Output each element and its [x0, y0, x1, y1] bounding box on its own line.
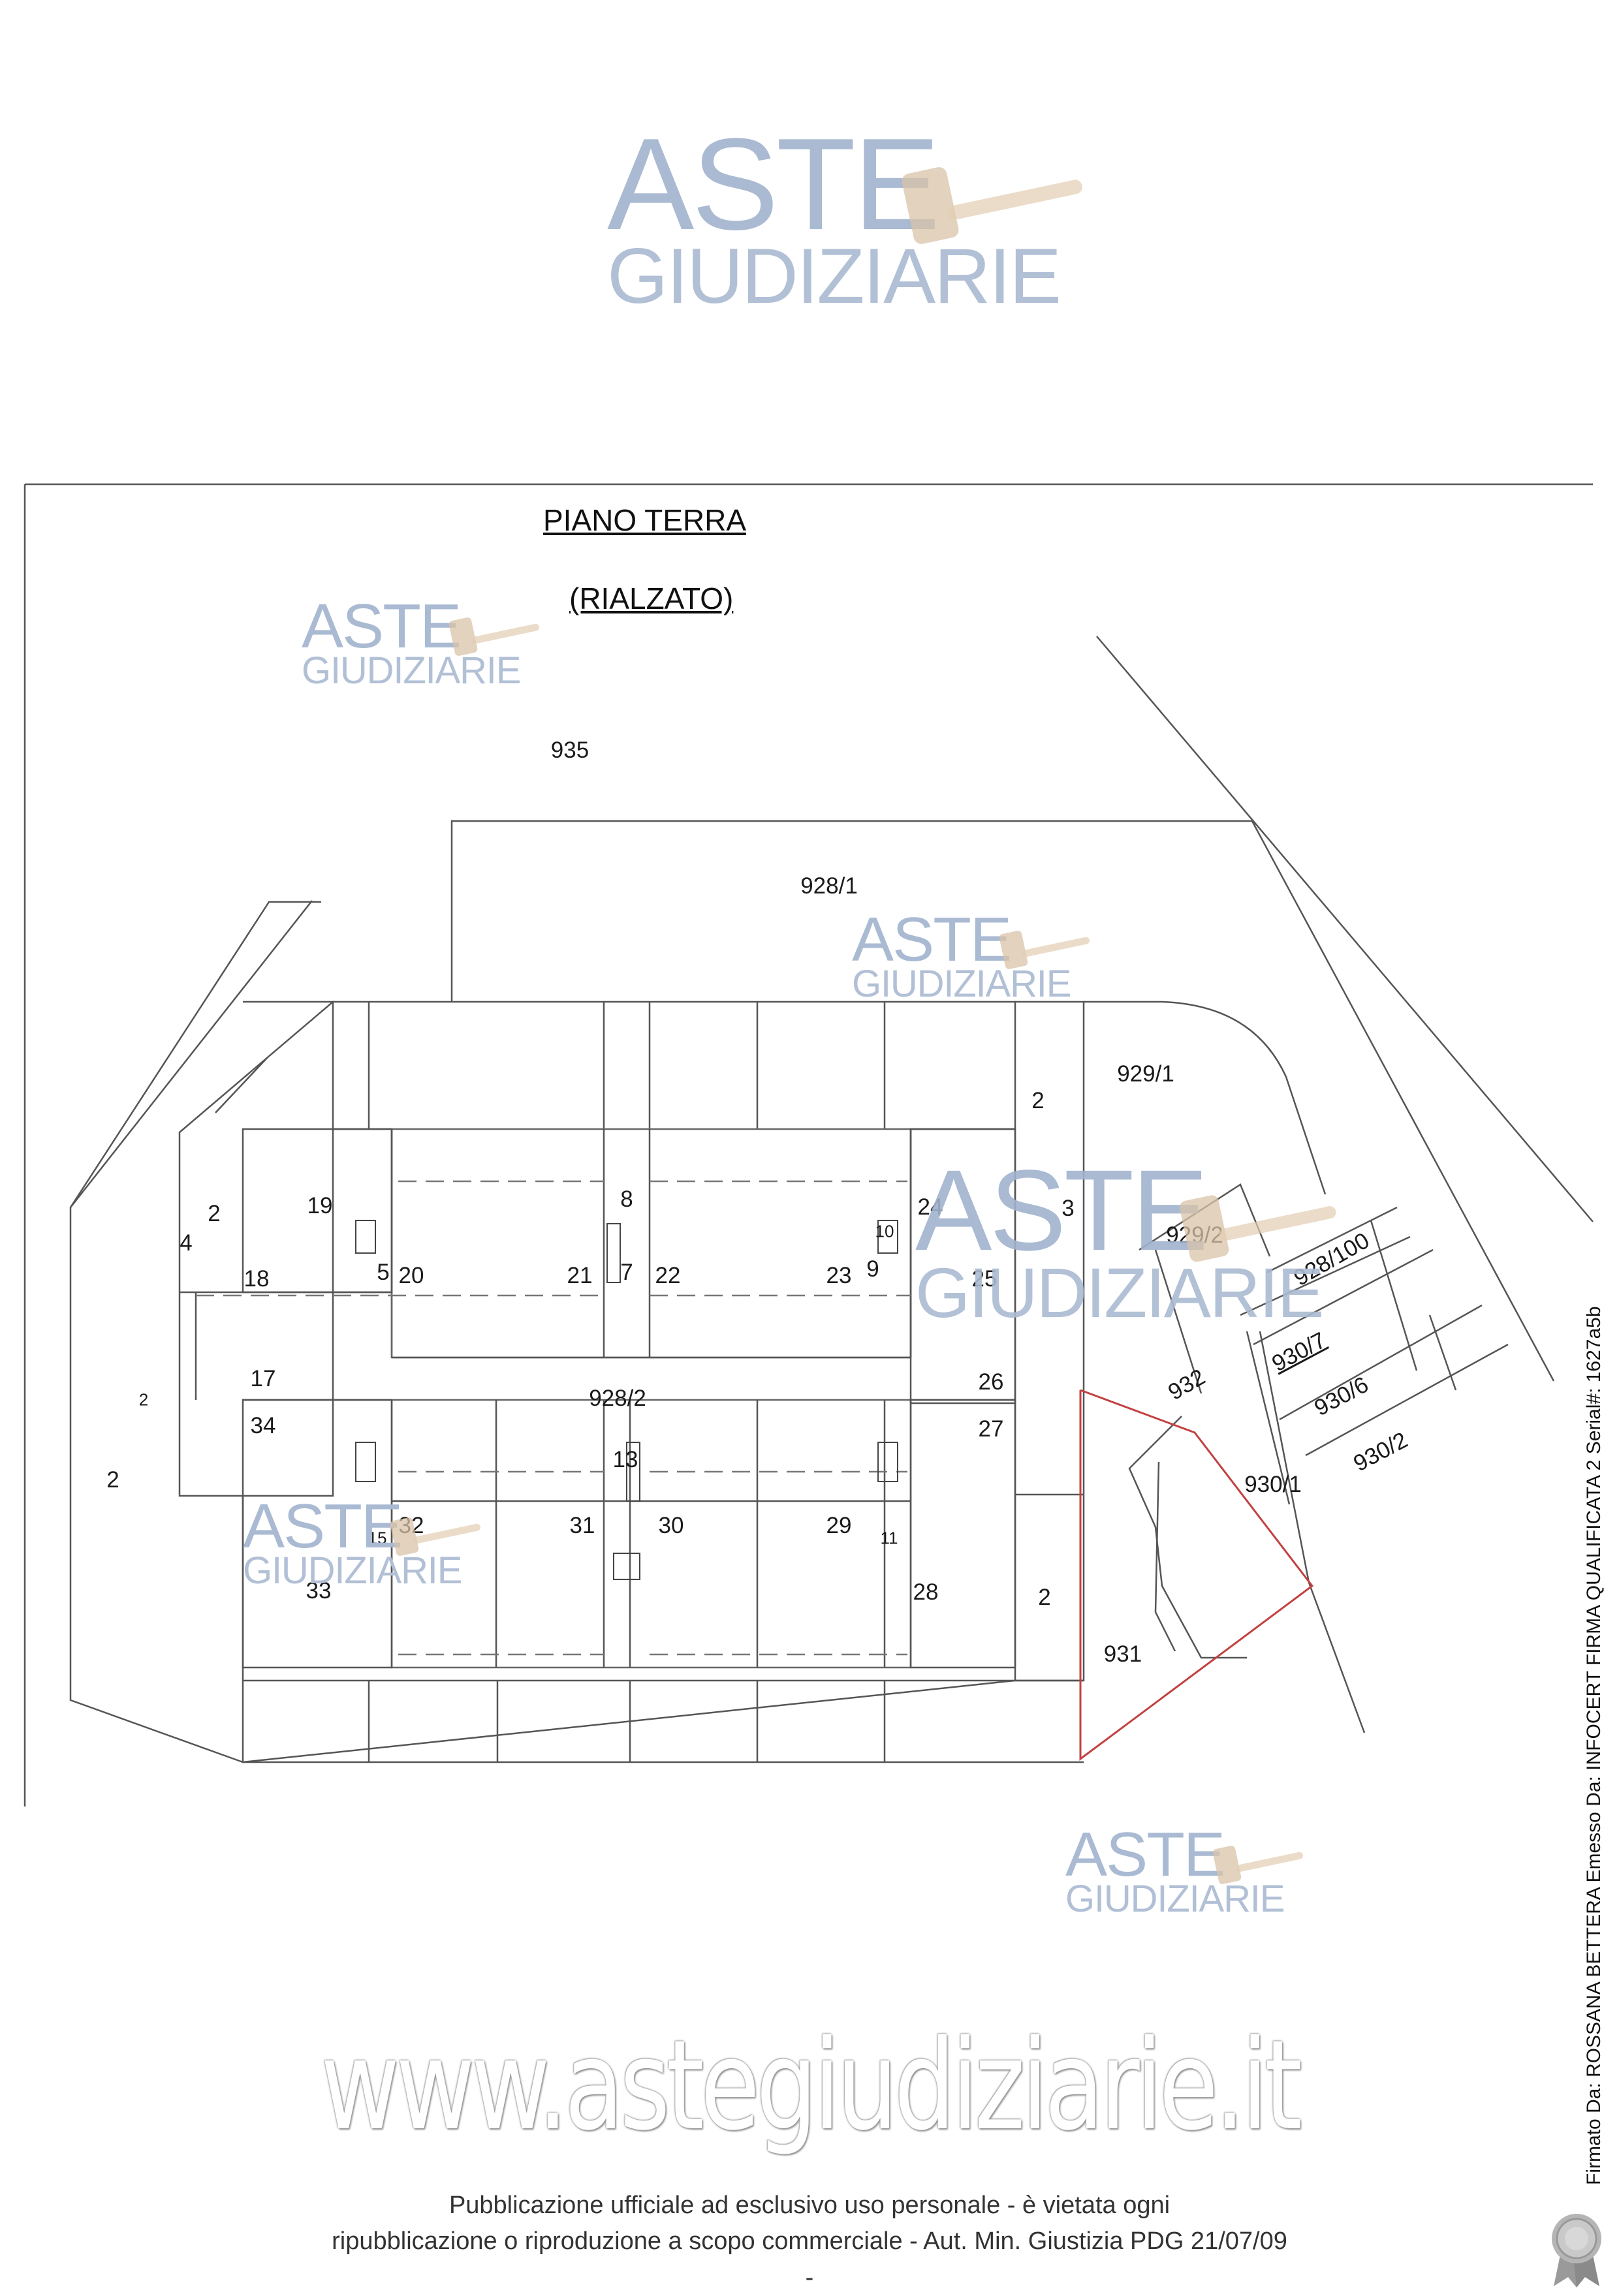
watermark-logo: ASTE GIUDIZIARIE: [915, 1147, 1336, 1332]
parcel-label: 931: [1103, 1641, 1142, 1667]
plan-title: PIANO TERRA: [543, 503, 746, 537]
unit-label: 29: [826, 1513, 852, 1538]
watermark-logo-top: ASTE GIUDIZIARIE: [607, 112, 1082, 320]
seal-icon: [1552, 2214, 1601, 2288]
unit-label: 17: [250, 1366, 276, 1391]
unit-label: 21: [567, 1263, 593, 1288]
gavel-icon: [390, 1517, 480, 1556]
unit-label: 20: [398, 1263, 424, 1288]
unit-label: 11: [880, 1528, 898, 1548]
watermark-line2: GIUDIZIARIE: [607, 232, 1061, 320]
unit-label: 22: [655, 1263, 681, 1288]
watermark-line1: ASTE: [1065, 1820, 1225, 1889]
watermark-line2: GIUDIZIARIE: [1065, 1878, 1285, 1921]
parcel-label: 930/1: [1244, 1472, 1302, 1497]
footer-line3: -: [805, 2263, 814, 2291]
watermark-line2: GIUDIZIARIE: [915, 1252, 1324, 1332]
unit-label: 31: [569, 1513, 595, 1538]
watermark-logo: ASTE GIUDIZIARIE: [1065, 1820, 1303, 1921]
digital-signature-text: Firmato Da: ROSSANA BETTERA Emesso Da: I…: [1583, 1306, 1605, 2185]
unit-label: 13: [612, 1447, 638, 1472]
unit-label: 26: [978, 1369, 1004, 1395]
gavel-icon: [999, 931, 1090, 969]
watermark-line1: ASTE: [243, 1491, 403, 1561]
watermark-line2: GIUDIZIARIE: [243, 1549, 462, 1592]
footer-line1: Pubblicazione ufficiale ad esclusivo uso…: [448, 2192, 1171, 2219]
gavel-icon: [448, 617, 539, 656]
unit-label: 15: [368, 1528, 387, 1548]
unit-label: 3: [1061, 1196, 1075, 1221]
unit-label: 5: [377, 1260, 390, 1285]
gavel-icon: [1212, 1846, 1303, 1884]
watermark-line2: GIUDIZIARIE: [302, 649, 521, 692]
site-url-watermark: www.astegiudiziarie.it: [321, 2013, 1302, 2158]
watermark-logo: ASTE GIUDIZIARIE: [243, 1491, 480, 1592]
watermark-logo: ASTE GIUDIZIARIE: [852, 905, 1090, 1006]
unit-label: 8: [620, 1187, 633, 1212]
watermark-line1: ASTE: [302, 591, 462, 661]
unit-label: 2: [208, 1201, 221, 1226]
unit-label: 27: [978, 1416, 1004, 1442]
unit-label: 28: [913, 1579, 939, 1605]
unit-label: 24: [917, 1194, 943, 1220]
footer-notice: Pubblicazione ufficiale ad esclusivo uso…: [0, 2188, 1619, 2296]
unit-label: 23: [826, 1263, 852, 1288]
parcel-label: 928/2: [589, 1386, 646, 1411]
unit-label: 2: [138, 1389, 149, 1410]
watermark-line1: ASTE: [852, 905, 1012, 974]
unit-label: 4: [180, 1230, 193, 1256]
parcel-label: 929/1: [1117, 1061, 1174, 1087]
footer-line2: ripubblicazione o riproduzione a scopo c…: [332, 2227, 1287, 2256]
unit-label: 30: [658, 1513, 684, 1538]
unit-label: 10: [875, 1221, 894, 1241]
unit-label: 2: [1031, 1088, 1045, 1113]
unit-label: 9: [866, 1256, 879, 1282]
unit-label: 25: [971, 1266, 998, 1292]
unit-label: 2: [106, 1467, 119, 1493]
gavel-icon: [1180, 1195, 1336, 1262]
unit-label: 7: [620, 1260, 633, 1285]
parcel-label: 935: [550, 737, 589, 763]
parcel-label: 928/1: [800, 873, 858, 899]
unit-label: 2: [1038, 1585, 1051, 1610]
unit-label: 18: [244, 1266, 270, 1292]
watermark-line1: ASTE: [915, 1147, 1208, 1275]
watermark-logo: ASTE GIUDIZIARIE: [302, 591, 539, 692]
gavel-icon: [902, 167, 1082, 244]
unit-label: 34: [250, 1413, 276, 1438]
unit-label: 33: [306, 1578, 332, 1604]
watermark-line1: ASTE: [607, 112, 940, 257]
plan-subtitle: (RIALZATO): [569, 582, 734, 615]
watermark-line2: GIUDIZIARIE: [852, 963, 1071, 1006]
unit-label: 19: [307, 1193, 333, 1218]
